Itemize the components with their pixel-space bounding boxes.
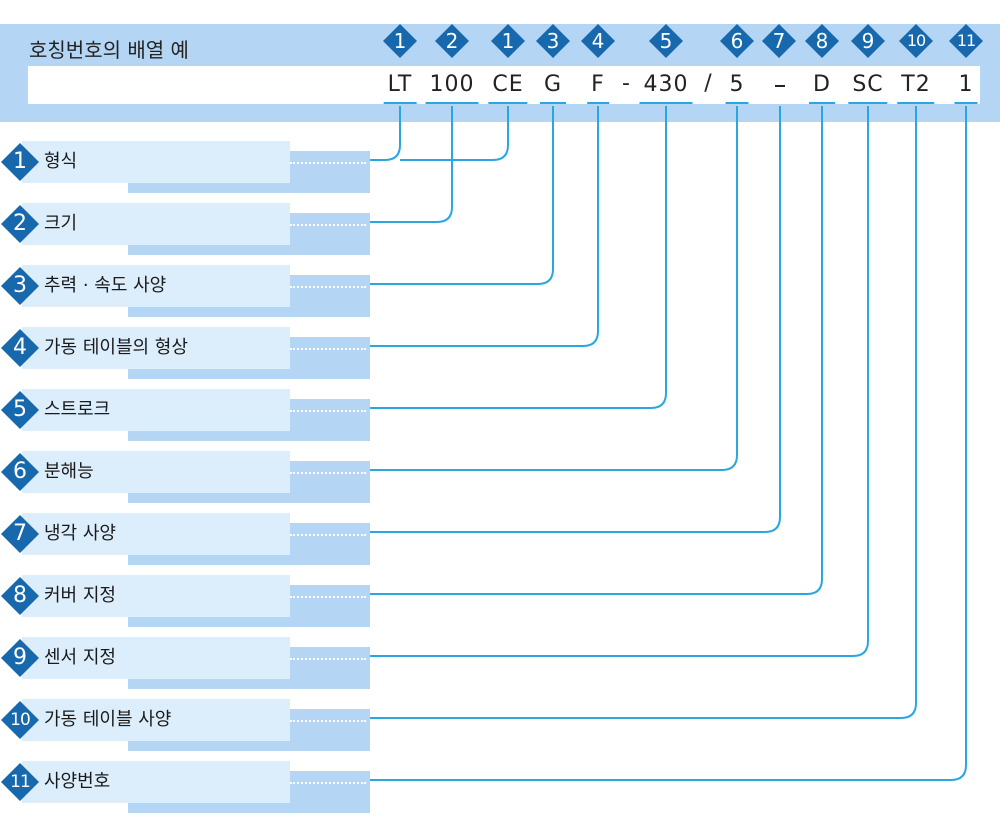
- code-segment-spec-number: 1: [954, 72, 978, 104]
- item-row-spec-number: 11 사양번호: [0, 761, 372, 813]
- item-row-cooling: 7 냉각 사양: [0, 513, 372, 565]
- header-badge-4: 4: [580, 23, 616, 59]
- connector-resolution: [370, 106, 738, 471]
- code-segment-type-suffix: CE: [488, 72, 528, 104]
- connector-spec-number: [370, 106, 967, 781]
- header-badge-1b: 1: [490, 23, 526, 59]
- code-segment-cooling-blank: [775, 85, 785, 87]
- code-segment-stroke: 430: [639, 72, 693, 104]
- code-segment-size: 100: [425, 72, 479, 104]
- header-badge-3: 3: [535, 23, 571, 59]
- item-row-sensor: 9 센서 지정: [0, 637, 372, 689]
- item-label-spec-number: 사양번호: [44, 771, 111, 792]
- item-row-table-shape: 4 가동 테이블의 형상: [0, 327, 372, 379]
- item-label-size: 크기: [44, 213, 78, 234]
- connector-cover: [370, 106, 823, 595]
- header-badge-1: 1: [382, 23, 418, 59]
- code-segment-resolution: 5: [725, 72, 749, 104]
- code-segment-thrust: G: [539, 72, 567, 104]
- item-row-type: 1 형식: [0, 141, 372, 193]
- item-badge-2: 2: [0, 204, 40, 244]
- code-segment-sensor: SC: [848, 72, 888, 104]
- item-badge-10: 10: [0, 700, 40, 740]
- connector-sensor: [370, 106, 869, 657]
- item-row-thrust: 3 추력 · 속도 사양: [0, 265, 372, 317]
- connector-stroke: [370, 106, 667, 409]
- connector-table-shape: [370, 106, 599, 347]
- item-row-stroke: 5 스트로크: [0, 389, 372, 441]
- header-badge-11: 11: [948, 23, 984, 59]
- item-badge-11: 11: [0, 762, 40, 802]
- item-row-size: 2 크기: [0, 203, 372, 255]
- item-label-table-shape: 가동 테이블의 형상: [44, 337, 188, 358]
- header-badge-2: 2: [434, 23, 470, 59]
- connector-table-spec: [370, 106, 917, 719]
- item-label-type: 형식: [44, 151, 78, 172]
- item-label-table-spec: 가동 테이블 사양: [44, 709, 172, 730]
- item-label-thrust: 추력 · 속도 사양: [44, 275, 167, 296]
- item-badge-7: 7: [0, 514, 40, 554]
- code-segment-type: LT: [383, 72, 417, 104]
- header-badge-7: 7: [761, 23, 797, 59]
- item-badge-9: 9: [0, 638, 40, 678]
- item-label-cooling: 냉각 사양: [44, 523, 116, 544]
- item-label-cover: 커버 지정: [44, 585, 116, 606]
- item-badge-8: 8: [0, 576, 40, 616]
- code-dash: -: [622, 71, 630, 96]
- item-badge-4: 4: [0, 328, 40, 368]
- header-badge-8: 8: [804, 23, 840, 59]
- code-segment-table-spec: T2: [897, 72, 935, 104]
- connector-cooling: [370, 106, 781, 533]
- item-badge-6: 6: [0, 452, 40, 492]
- item-row-cover: 8 커버 지정: [0, 575, 372, 627]
- header-badge-5: 5: [648, 23, 684, 59]
- item-badge-3: 3: [0, 266, 40, 306]
- connector-thrust: [370, 106, 554, 285]
- header-badge-9: 9: [850, 23, 886, 59]
- header-title: 호칭번호의 배열 예: [29, 38, 189, 62]
- code-segment-table-shape: F: [587, 72, 609, 104]
- connector-type-suffix: [400, 106, 509, 161]
- item-label-resolution: 분해능: [44, 461, 94, 482]
- connector-type: [370, 106, 401, 161]
- code-bar: [28, 66, 980, 104]
- item-label-sensor: 센서 지정: [44, 647, 116, 668]
- code-segment-cover: D: [809, 72, 835, 104]
- item-badge-5: 5: [0, 390, 40, 430]
- item-row-table-spec: 10 가동 테이블 사양: [0, 699, 372, 751]
- item-badge-1: 1: [0, 142, 40, 182]
- header-badge-6: 6: [719, 23, 755, 59]
- item-label-stroke: 스트로크: [44, 399, 111, 420]
- connector-size: [370, 106, 453, 223]
- code-slash: /: [704, 71, 712, 96]
- item-row-resolution: 6 분해능: [0, 451, 372, 503]
- header-badge-10: 10: [898, 23, 934, 59]
